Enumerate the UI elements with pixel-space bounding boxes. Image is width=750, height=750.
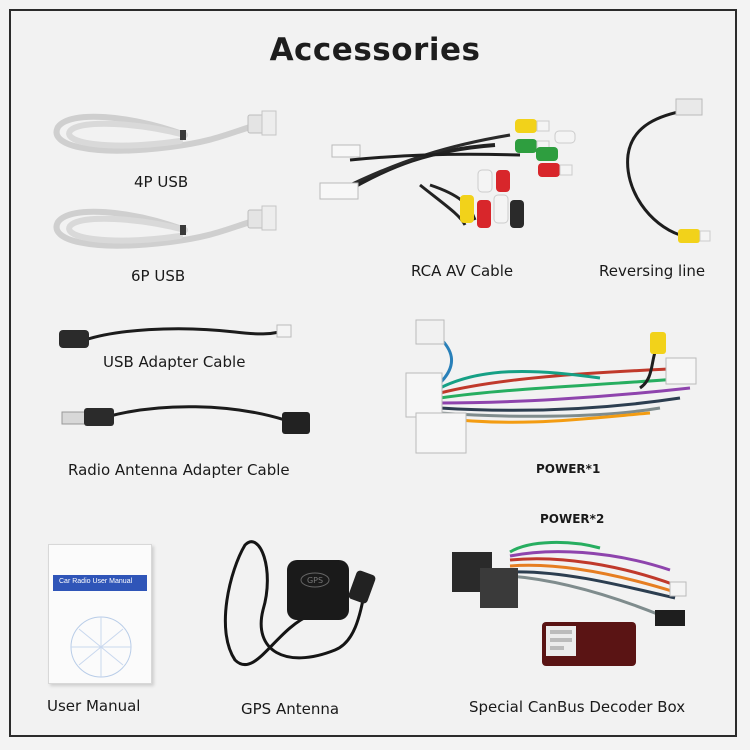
- usb-4p-label: 4P USB: [134, 173, 189, 191]
- user-manual-image: Car Radio User Manual: [48, 544, 152, 684]
- page-title: Accessories: [269, 32, 481, 68]
- gps-antenna-image: GPS: [215, 530, 385, 695]
- reversing-line-image: [620, 95, 720, 255]
- manual-globe-graphic: [70, 616, 132, 678]
- reversing-line-label: Reversing line: [599, 262, 706, 280]
- user-manual-label: User Manual: [47, 697, 141, 715]
- power-1-harness-image: [400, 318, 710, 458]
- rca-av-cable-image: [310, 105, 590, 255]
- canbus-decoder-box-image: [540, 620, 640, 670]
- power-1-label: POWER*1: [536, 462, 601, 476]
- gps-module-text: GPS: [307, 576, 323, 585]
- manual-cover-band: [53, 575, 147, 591]
- usb-4p-cable-image: [50, 105, 280, 165]
- radio-antenna-cable-image: [60, 398, 320, 443]
- usb-6p-label: 6P USB: [131, 267, 186, 285]
- power-2-harness-image: [450, 530, 700, 630]
- usb-6p-cable-image: [50, 200, 280, 260]
- usb-adapter-label: USB Adapter Cable: [103, 353, 246, 371]
- usb-adapter-cable-image: [55, 320, 295, 360]
- rca-av-label: RCA AV Cable: [411, 262, 514, 280]
- radio-antenna-label: Radio Antenna Adapter Cable: [68, 461, 290, 479]
- power-2-label: POWER*2: [540, 512, 605, 526]
- canbus-decoder-label: Special CanBus Decoder Box: [469, 698, 686, 716]
- gps-antenna-label: GPS Antenna: [241, 700, 340, 718]
- manual-cover-title: Car Radio User Manual: [59, 578, 133, 585]
